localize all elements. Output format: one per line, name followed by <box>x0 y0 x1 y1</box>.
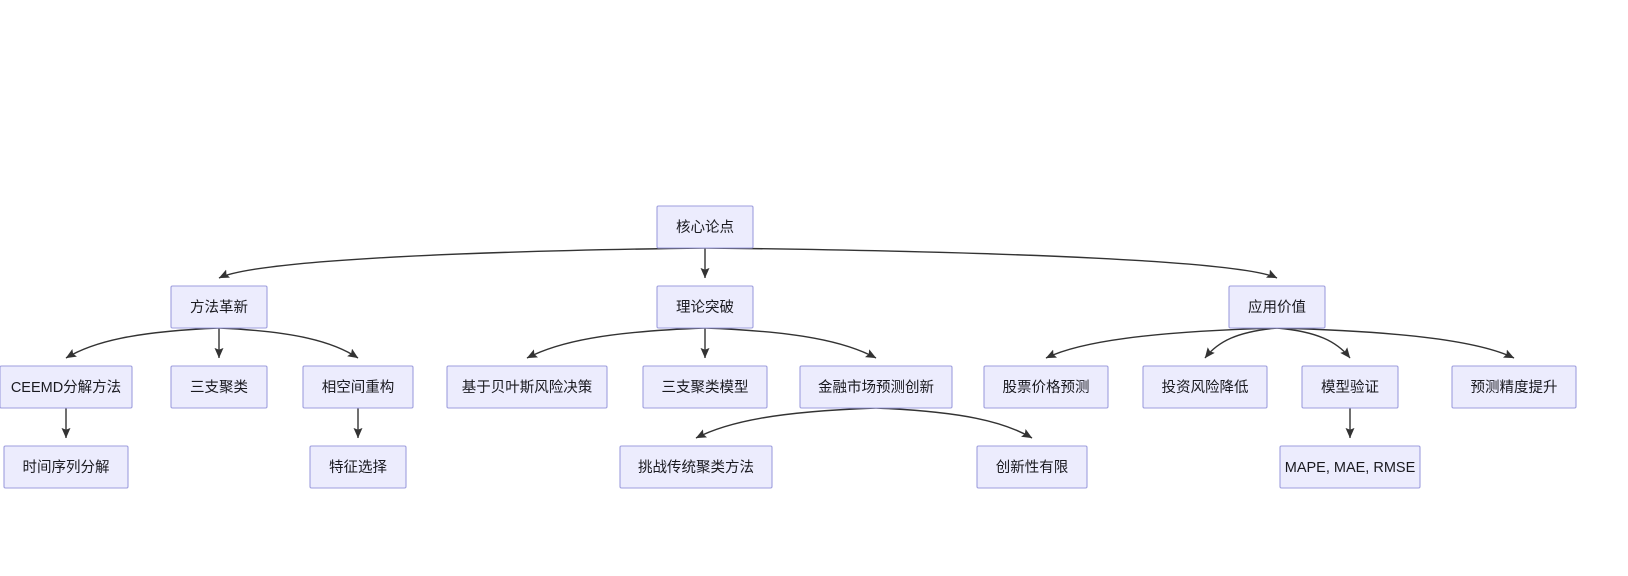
node-box-l2b[interactable] <box>170 365 268 409</box>
node-box-l1c[interactable] <box>1228 285 1326 329</box>
node-l2f[interactable]: 金融市场预测创新 <box>799 365 953 409</box>
node-box-l3b[interactable] <box>309 445 407 489</box>
node-box-l3a[interactable] <box>3 445 129 489</box>
node-root[interactable]: 核心论点 <box>656 205 754 249</box>
node-l1b[interactable]: 理论突破 <box>656 285 754 329</box>
node-l3c[interactable]: 挑战传统聚类方法 <box>619 445 773 489</box>
node-l3b[interactable]: 特征选择 <box>309 445 407 489</box>
flow-edge-l1a-to-l2a <box>65 327 220 359</box>
node-box-root[interactable] <box>656 205 754 249</box>
node-box-l1b[interactable] <box>656 285 754 329</box>
node-l2g[interactable]: 股票价格预测 <box>983 365 1109 409</box>
node-l2b[interactable]: 三支聚类 <box>170 365 268 409</box>
flow-edge-l1a-to-l2c <box>218 327 359 359</box>
flow-edge-l1c-to-l2h <box>1204 327 1278 359</box>
edges-layer <box>61 247 1515 439</box>
node-box-l2e[interactable] <box>642 365 768 409</box>
flow-edge-root-to-l1c <box>704 247 1278 279</box>
node-label-l3b: 特征选择 <box>329 459 387 476</box>
node-box-l2h[interactable] <box>1142 365 1268 409</box>
flow-edge-l1b-to-l2f <box>704 327 877 359</box>
flow-edge-l1c-to-l2j <box>1276 327 1515 359</box>
node-label-l2h: 投资风险降低 <box>1162 379 1249 396</box>
node-box-l2i[interactable] <box>1301 365 1399 409</box>
node-label-l2j: 预测精度提升 <box>1471 379 1558 396</box>
node-l2c[interactable]: 相空间重构 <box>302 365 414 409</box>
node-label-l1a: 方法革新 <box>190 299 248 316</box>
node-l2h[interactable]: 投资风险降低 <box>1142 365 1268 409</box>
node-l2a[interactable]: CEEMD分解方法 <box>0 365 133 409</box>
node-label-l2i: 模型验证 <box>1321 379 1379 396</box>
node-box-l1a[interactable] <box>170 285 268 329</box>
node-label-l2b: 三支聚类 <box>190 379 248 396</box>
flow-edge-l2f-to-l3d <box>875 407 1033 439</box>
node-label-l3c: 挑战传统聚类方法 <box>638 459 754 476</box>
node-l3d[interactable]: 创新性有限 <box>976 445 1088 489</box>
node-box-l2d[interactable] <box>446 365 608 409</box>
node-l2d[interactable]: 基于贝叶斯风险决策 <box>446 365 608 409</box>
node-label-root: 核心论点 <box>676 219 734 236</box>
node-box-l2c[interactable] <box>302 365 414 409</box>
node-label-l1c: 应用价值 <box>1248 298 1306 316</box>
node-label-l2f: 金融市场预测创新 <box>818 379 934 396</box>
flow-edge-l1c-to-l2g <box>1045 327 1278 359</box>
node-label-l2d: 基于贝叶斯风险决策 <box>462 379 593 396</box>
node-label-l2g: 股票价格预测 <box>1003 379 1090 396</box>
node-label-l2c: 相空间重构 <box>322 379 395 396</box>
node-box-l3d[interactable] <box>976 445 1088 489</box>
node-l3e[interactable]: MAPE, MAE, RMSE <box>1279 445 1421 489</box>
flow-edge-root-to-l1a <box>218 247 706 279</box>
node-box-l2a[interactable] <box>0 365 133 409</box>
node-label-l2a: CEEMD分解方法 <box>11 379 121 396</box>
node-l1a[interactable]: 方法革新 <box>170 285 268 329</box>
node-l3a[interactable]: 时间序列分解 <box>3 445 129 489</box>
node-box-l3e[interactable] <box>1279 445 1421 489</box>
node-label-l3a: 时间序列分解 <box>23 459 110 476</box>
node-box-l2j[interactable] <box>1451 365 1577 409</box>
node-label-l3e: MAPE, MAE, RMSE <box>1285 460 1416 476</box>
node-l2i[interactable]: 模型验证 <box>1301 365 1399 409</box>
node-label-l2e: 三支聚类模型 <box>662 379 749 396</box>
flow-edge-l2f-to-l3c <box>695 407 877 439</box>
node-l1c[interactable]: 应用价值 <box>1228 285 1326 329</box>
flow-edge-l1b-to-l2d <box>526 327 706 359</box>
node-box-l2f[interactable] <box>799 365 953 409</box>
node-l2e[interactable]: 三支聚类模型 <box>642 365 768 409</box>
node-label-l1b: 理论突破 <box>676 299 734 316</box>
node-label-l3d: 创新性有限 <box>996 459 1069 476</box>
node-box-l3c[interactable] <box>619 445 773 489</box>
node-l2j[interactable]: 预测精度提升 <box>1451 365 1577 409</box>
flow-edge-l1c-to-l2i <box>1276 327 1351 359</box>
node-box-l2g[interactable] <box>983 365 1109 409</box>
